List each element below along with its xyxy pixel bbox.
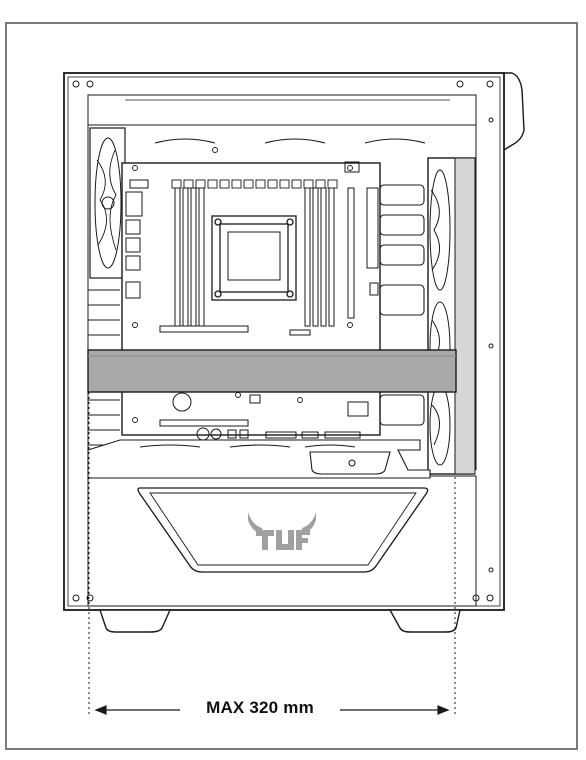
rear-io-slots [88,289,120,461]
front-logo-plate [137,487,429,573]
psu-shroud [87,439,431,479]
rear-fan [89,127,126,279]
case-foot-right [388,609,461,633]
cable-cutouts [379,184,425,426]
tuf-logo [248,512,316,550]
front-fans [427,157,476,475]
pcie-slots [159,325,311,427]
dimension-guides [88,392,456,716]
screws [72,80,494,602]
max-length-label: MAX 320 mm [180,698,340,718]
cpu-socket [211,215,297,301]
case-foot-left [99,609,172,633]
graphics-card [87,349,457,393]
